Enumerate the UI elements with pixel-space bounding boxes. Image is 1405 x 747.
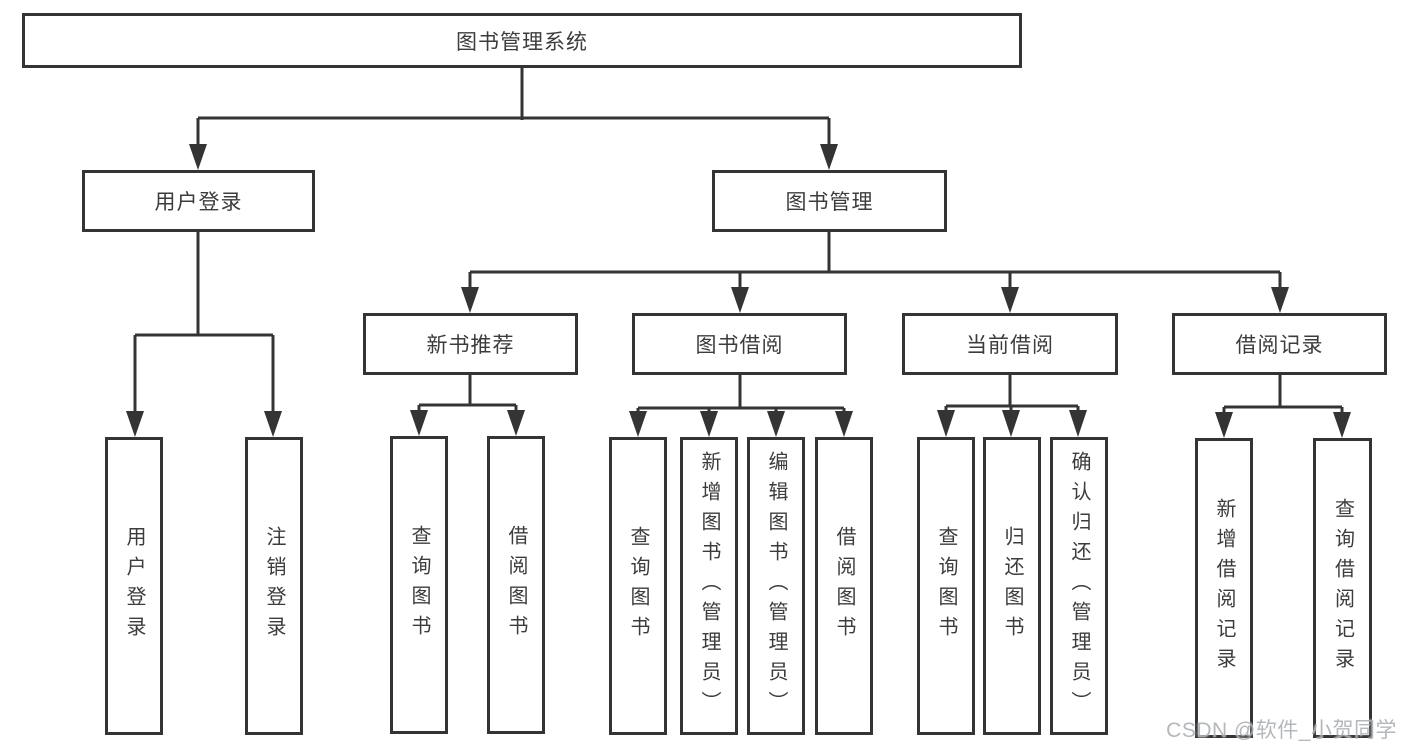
leaf-borrowing-add-book-admin-label: 新增图书（管理员） bbox=[698, 451, 720, 721]
connector-arrow-current-borrow-head bbox=[1001, 287, 1019, 313]
leaf-current-confirm-return-admin-label: 确认归还（管理员） bbox=[1068, 451, 1090, 721]
leaf-recommend-query-book-label: 查询图书 bbox=[408, 525, 430, 645]
connector-arrow-bb-borrow-head bbox=[835, 411, 853, 437]
connector-arrow-bb-edit-head bbox=[767, 411, 785, 437]
node-book-borrowing: 图书借阅 bbox=[632, 313, 847, 375]
node-book-management-label: 图书管理 bbox=[785, 191, 874, 214]
node-user-login-label: 用户登录 bbox=[154, 191, 243, 214]
leaf-borrowing-edit-book-admin: 编辑图书（管理员） bbox=[747, 437, 805, 735]
connector-arrow-book-borrow-head bbox=[731, 287, 749, 313]
connector-arrow-br-query-head bbox=[1333, 412, 1351, 438]
leaf-borrowing-borrow-book: 借阅图书 bbox=[815, 437, 873, 735]
connector-arrow-cb-confirm-head bbox=[1069, 410, 1087, 437]
leaf-user-login-label: 用户登录 bbox=[123, 526, 145, 646]
node-root: 图书管理系统 bbox=[22, 13, 1022, 68]
leaf-recommend-borrow-book: 借阅图书 bbox=[487, 436, 545, 734]
node-book-management: 图书管理 bbox=[712, 170, 947, 232]
leaf-borrowing-add-book-admin: 新增图书（管理员） bbox=[680, 437, 738, 735]
connector-arrow-cb-return-head bbox=[1002, 410, 1020, 437]
leaf-borrowing-borrow-book-label: 借阅图书 bbox=[833, 526, 855, 646]
connector-arrow-leaf-user-login-head bbox=[126, 411, 144, 437]
leaf-borrowing-edit-book-admin-label: 编辑图书（管理员） bbox=[765, 451, 787, 721]
leaf-user-login: 用户登录 bbox=[105, 437, 163, 735]
connector-arrow-book-mgmt-head bbox=[820, 144, 838, 170]
node-borrowing-records: 借阅记录 bbox=[1172, 313, 1387, 375]
connector-arrow-bb-query-head bbox=[629, 411, 647, 437]
leaf-logout-login: 注销登录 bbox=[245, 437, 303, 735]
node-new-book-recommend: 新书推荐 bbox=[363, 313, 578, 375]
leaf-current-return-book: 归还图书 bbox=[983, 437, 1041, 735]
csdn-watermark: CSDN @软件_小贺同学 bbox=[1166, 719, 1397, 742]
leaf-current-confirm-return-admin: 确认归还（管理员） bbox=[1050, 437, 1108, 735]
node-current-borrowing-label: 当前借阅 bbox=[966, 334, 1054, 357]
node-root-label: 图书管理系统 bbox=[456, 30, 588, 54]
leaf-recommend-borrow-book-label: 借阅图书 bbox=[505, 525, 527, 645]
node-book-borrowing-label: 图书借阅 bbox=[695, 334, 784, 357]
leaf-current-return-book-label: 归还图书 bbox=[1001, 526, 1023, 646]
leaf-recommend-query-book: 查询图书 bbox=[390, 436, 448, 734]
leaf-records-query-record-label: 查询借阅记录 bbox=[1331, 498, 1354, 678]
node-current-borrowing: 当前借阅 bbox=[902, 313, 1118, 375]
connector-arrow-rec-query-head bbox=[410, 410, 428, 436]
connector-arrow-leaf-logout-head bbox=[264, 411, 282, 437]
connector-arrow-cb-query-head bbox=[937, 410, 955, 437]
connector-arrow-bb-add-head bbox=[700, 411, 718, 437]
leaf-current-query-book-label: 查询图书 bbox=[935, 526, 957, 646]
connector-arrow-new-book-rec-head bbox=[461, 287, 479, 313]
leaf-records-query-record: 查询借阅记录 bbox=[1313, 438, 1372, 738]
leaf-borrowing-query-book-label: 查询图书 bbox=[627, 526, 649, 646]
node-new-book-recommend-label: 新书推荐 bbox=[426, 334, 515, 357]
node-borrowing-records-label: 借阅记录 bbox=[1235, 334, 1324, 357]
leaf-logout-login-label: 注销登录 bbox=[263, 526, 285, 646]
leaf-records-add-record: 新增借阅记录 bbox=[1195, 438, 1253, 738]
leaf-current-query-book: 查询图书 bbox=[917, 437, 975, 735]
connector-arrow-borrow-records-head bbox=[1271, 287, 1289, 313]
node-user-login: 用户登录 bbox=[82, 170, 315, 232]
connector-arrow-user-login-head bbox=[189, 144, 207, 170]
connector-arrow-br-add-head bbox=[1215, 412, 1233, 438]
leaf-borrowing-query-book: 查询图书 bbox=[609, 437, 667, 735]
connector-arrow-rec-borrow-head bbox=[507, 410, 525, 436]
leaf-records-add-record-label: 新增借阅记录 bbox=[1213, 498, 1235, 678]
